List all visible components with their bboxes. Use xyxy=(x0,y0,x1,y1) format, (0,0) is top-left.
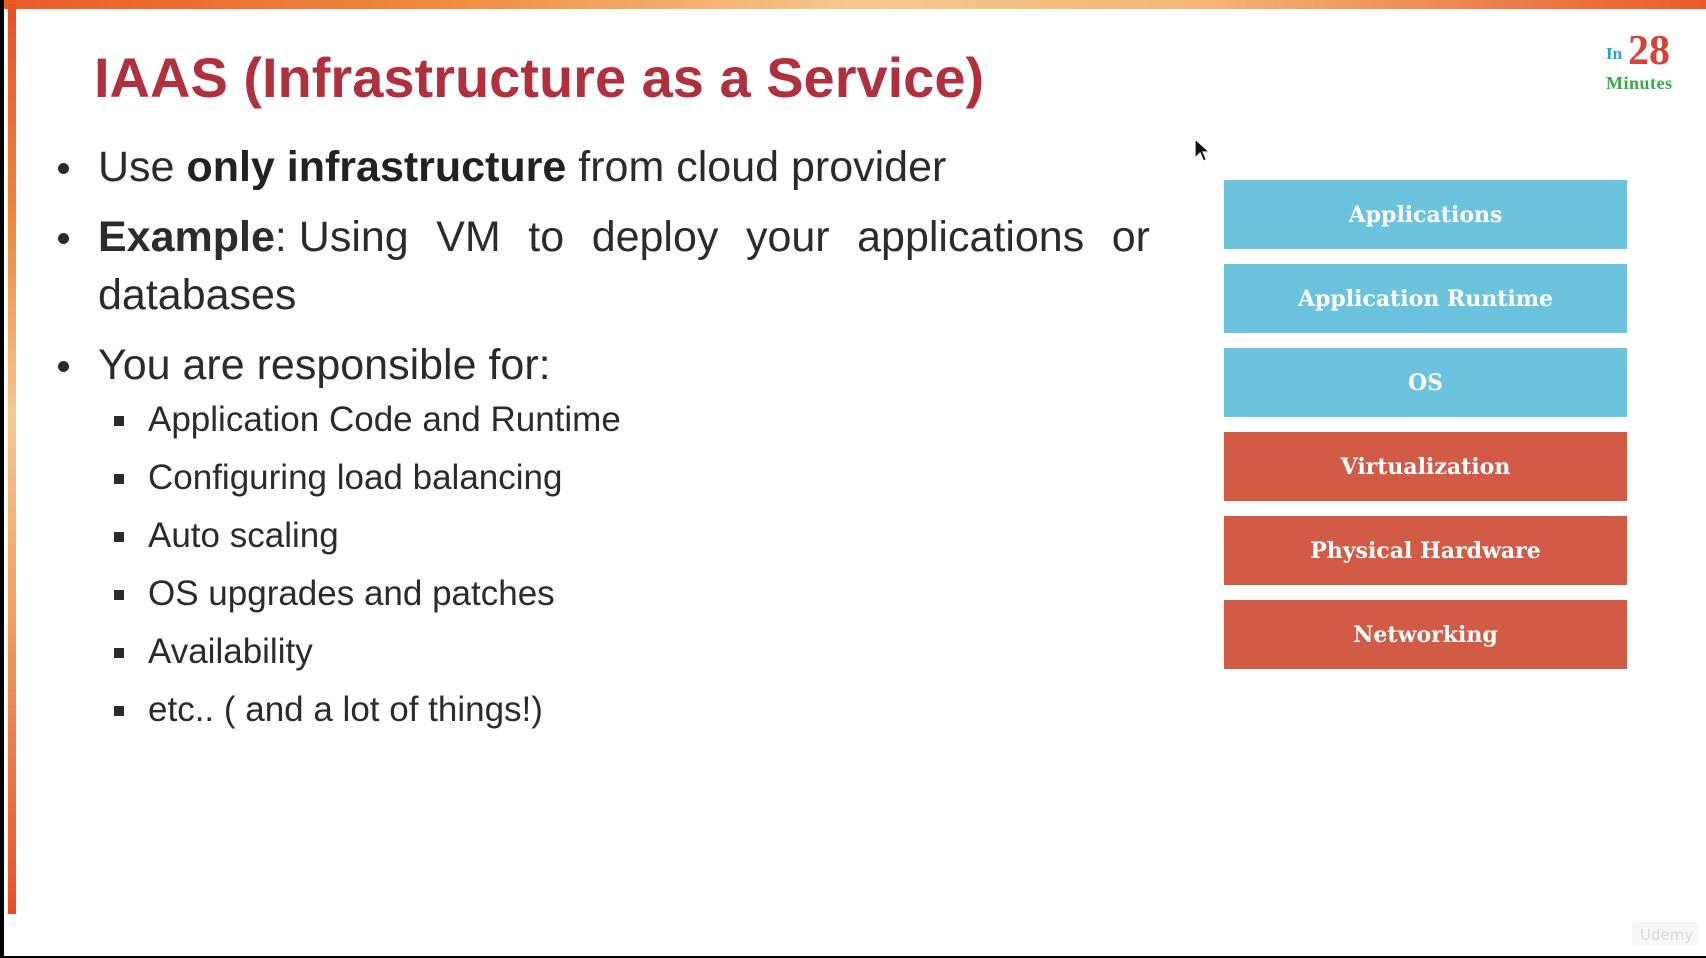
square-bullet-icon xyxy=(114,590,124,600)
bullet-dot-icon xyxy=(58,361,69,372)
list-item-label: etc.. ( and a lot of things!) xyxy=(148,690,543,729)
bullet-dot-icon xyxy=(58,163,69,174)
slide: IAAS (Infrastructure as a Service) In 28… xyxy=(4,0,1706,956)
example-word: applications xyxy=(857,213,1085,261)
stack-layer-physical-hardware: Physical Hardware xyxy=(1224,516,1627,585)
bullet-list: Use only infrastructure from cloud provi… xyxy=(54,138,1154,746)
example-word: VM xyxy=(436,213,501,261)
example-word: your xyxy=(745,213,830,261)
list-item-label: Availability xyxy=(148,632,313,671)
list-item-label: Application Code and Runtime xyxy=(148,400,621,439)
example-word: deploy xyxy=(591,213,719,261)
example-word: or xyxy=(1111,213,1150,261)
list-item-label: Auto scaling xyxy=(148,516,339,555)
stack-layer-os: OS xyxy=(1224,348,1627,417)
list-item: Application Code and Runtime xyxy=(98,396,1154,444)
bullet-text-post: from cloud provider xyxy=(566,143,947,191)
iaas-responsibility-stack: Applications Application Runtime OS Virt… xyxy=(1224,180,1627,684)
bullet-dot-icon xyxy=(58,233,69,244)
square-bullet-icon xyxy=(114,648,124,658)
list-item: etc.. ( and a lot of things!) xyxy=(98,686,1154,734)
example-word: : Using xyxy=(274,213,409,261)
stack-layer-applications: Applications xyxy=(1224,180,1627,249)
stack-layer-networking: Networking xyxy=(1224,600,1627,669)
square-bullet-icon xyxy=(114,416,124,426)
example-line-1: Example: Using VM to deploy your applica… xyxy=(98,208,1150,266)
list-item: OS upgrades and patches xyxy=(98,570,1154,618)
logo-prefix: In xyxy=(1606,44,1623,63)
watermark-background xyxy=(1632,922,1698,946)
responsibilities-list: Application Code and Runtime Configuring… xyxy=(98,396,1154,734)
square-bullet-icon xyxy=(114,474,124,484)
list-item: Auto scaling xyxy=(98,512,1154,560)
example-label: Example xyxy=(98,213,275,261)
stack-layer-application-runtime: Application Runtime xyxy=(1224,264,1627,333)
square-bullet-icon xyxy=(114,706,124,716)
stack-layer-virtualization: Virtualization xyxy=(1224,432,1627,501)
slide-top-accent-bar xyxy=(4,0,1706,9)
list-item-label: OS upgrades and patches xyxy=(148,574,555,613)
example-word: to xyxy=(528,213,565,261)
list-item: Configuring load balancing xyxy=(98,454,1154,502)
logo-suffix: Minutes xyxy=(1606,73,1673,93)
list-item-label: Configuring load balancing xyxy=(148,458,563,497)
in28minutes-logo: In 28 Minutes xyxy=(1602,28,1686,98)
list-item: Availability xyxy=(98,628,1154,676)
bullet-text-pre: Use xyxy=(98,143,187,191)
logo-number: 28 xyxy=(1628,28,1670,74)
bullet-use-infrastructure: Use only infrastructure from cloud provi… xyxy=(54,138,1154,196)
slide-left-accent-bar xyxy=(8,4,16,914)
bullet-text-bold: only infrastructure xyxy=(186,143,567,191)
bullet-example: Example: Using VM to deploy your applica… xyxy=(54,208,1154,324)
example-line-2: databases xyxy=(98,271,297,319)
responsibilities-heading: You are responsible for: xyxy=(98,341,551,389)
slide-title: IAAS (Infrastructure as a Service) xyxy=(94,46,985,109)
square-bullet-icon xyxy=(114,532,124,542)
udemy-watermark: Udemy xyxy=(1640,926,1694,944)
bullet-responsibilities: You are responsible for: Application Cod… xyxy=(54,336,1154,734)
mouse-pointer-icon xyxy=(1194,138,1212,162)
